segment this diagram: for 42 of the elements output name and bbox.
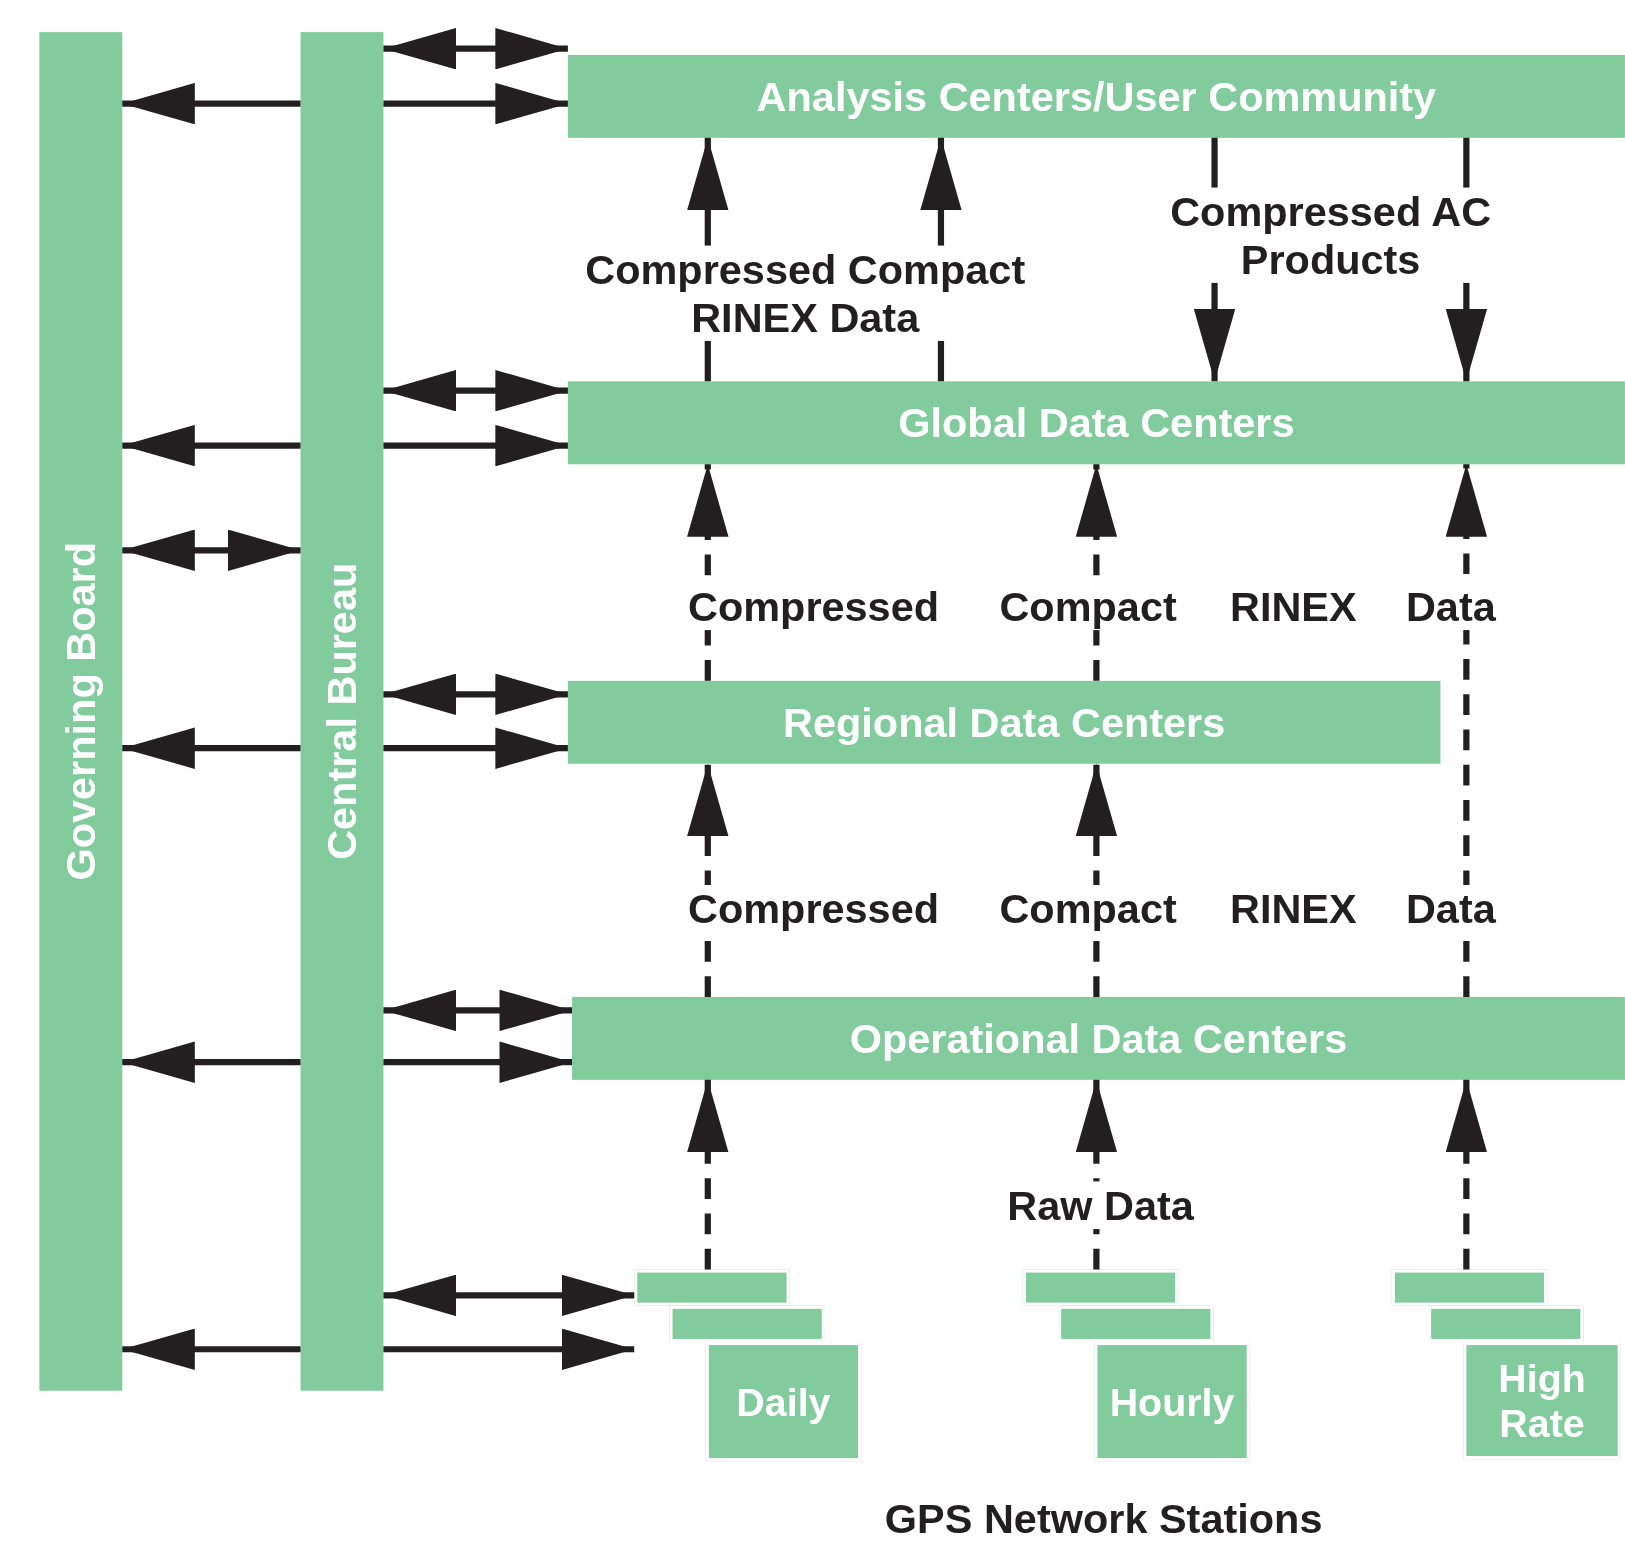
arrow [383, 28, 568, 70]
station-card [1058, 1305, 1214, 1342]
node-label: Hourly [1109, 1378, 1235, 1425]
arrow [1445, 1079, 1488, 1270]
vertical-bar [39, 32, 123, 1391]
vertical-bar [300, 32, 384, 1391]
arrow [383, 727, 568, 769]
node-label: Governing Board [57, 542, 105, 881]
arrow [122, 529, 301, 571]
process-box [567, 381, 1625, 465]
station-card [634, 1269, 790, 1306]
station-card [669, 1305, 825, 1342]
process-box [572, 996, 1625, 1080]
node-label: Central Bureau [318, 562, 366, 860]
station-card [1391, 1269, 1548, 1306]
process-box [1094, 1342, 1250, 1462]
arrow [122, 424, 301, 467]
station-card [1428, 1305, 1584, 1342]
arrow [383, 424, 568, 467]
node-label: High Rate [1497, 1355, 1587, 1447]
process-box [1463, 1342, 1621, 1460]
node-label: Operational Data Centers [849, 1014, 1348, 1063]
arrow [383, 82, 568, 125]
node-label: Regional Data Centers [783, 698, 1226, 747]
station-card [1022, 1269, 1179, 1306]
process-box [705, 1342, 862, 1462]
arrow [122, 1041, 301, 1083]
arrow [383, 1328, 635, 1370]
arrow [383, 1274, 635, 1317]
arrow [122, 1328, 301, 1370]
arrow [383, 989, 573, 1032]
node-label: Analysis Centers/User Community [756, 72, 1437, 121]
node-label: Daily [736, 1378, 831, 1425]
node-label: Global Data Centers [898, 399, 1295, 447]
arrow [122, 727, 301, 769]
arrow [687, 1079, 729, 1270]
arrow [383, 369, 568, 412]
arrow [383, 673, 568, 716]
arrow [383, 1041, 573, 1083]
arrow [122, 82, 301, 125]
process-box [567, 54, 1625, 138]
process-box [567, 680, 1441, 764]
